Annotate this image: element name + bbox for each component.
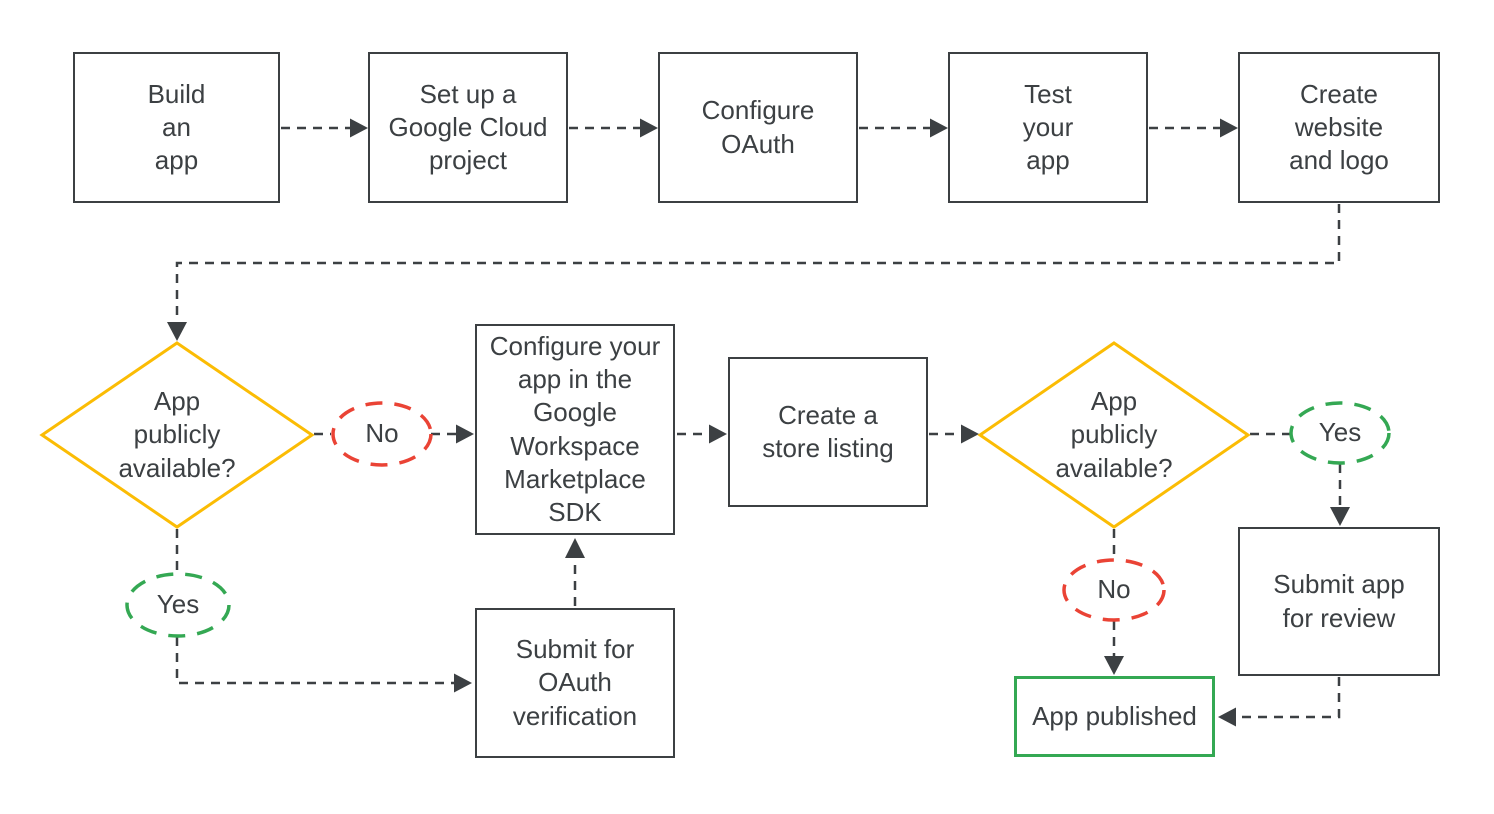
connector-website-to-decision-left (175, 204, 1341, 322)
no-right-ellipse (1062, 558, 1166, 622)
step-submit-oauth-verification: Submit for OAuth verification (475, 608, 675, 758)
connector-submit-review-to-published (1236, 677, 1341, 719)
arrowhead-into-oauth (640, 118, 658, 138)
arrowhead-into-website (1220, 118, 1238, 138)
arrowhead-into-sdk (456, 424, 474, 444)
arrowhead-into-store (709, 424, 727, 444)
decision-right-diamond (977, 341, 1251, 529)
no-left-ellipse (331, 401, 433, 467)
step-create-website-logo: Create website and logo (1238, 52, 1440, 203)
decision-left-diamond (39, 341, 315, 529)
connector-yes-to-submit-oauth (175, 637, 454, 685)
arrowhead-into-test (930, 118, 948, 138)
arrowhead-into-cloud (350, 118, 368, 138)
step-app-published: App published (1014, 676, 1215, 757)
arrowhead-into-decision-right (961, 424, 979, 444)
step-submit-app-review: Submit app for review (1238, 527, 1440, 676)
arrowhead-into-decision-left (167, 322, 187, 341)
step-build-app: Build an app (73, 52, 280, 203)
arrowhead-up-into-sdk (565, 538, 585, 558)
yes-right-ellipse (1289, 401, 1391, 465)
step-configure-oauth: Configure OAuth (658, 52, 858, 203)
step-test-app: Test your app (948, 52, 1148, 203)
arrowhead-into-submit-review (1330, 507, 1350, 526)
arrowhead-into-submit-oauth (454, 673, 472, 693)
step-marketplace-sdk: Configure your app in the Google Workspa… (475, 324, 675, 535)
step-store-listing: Create a store listing (728, 357, 928, 507)
step-google-cloud-project: Set up a Google Cloud project (368, 52, 568, 203)
yes-left-ellipse (125, 572, 231, 638)
arrowhead-into-published-right (1218, 707, 1236, 727)
arrowhead-into-published-top (1104, 656, 1124, 675)
